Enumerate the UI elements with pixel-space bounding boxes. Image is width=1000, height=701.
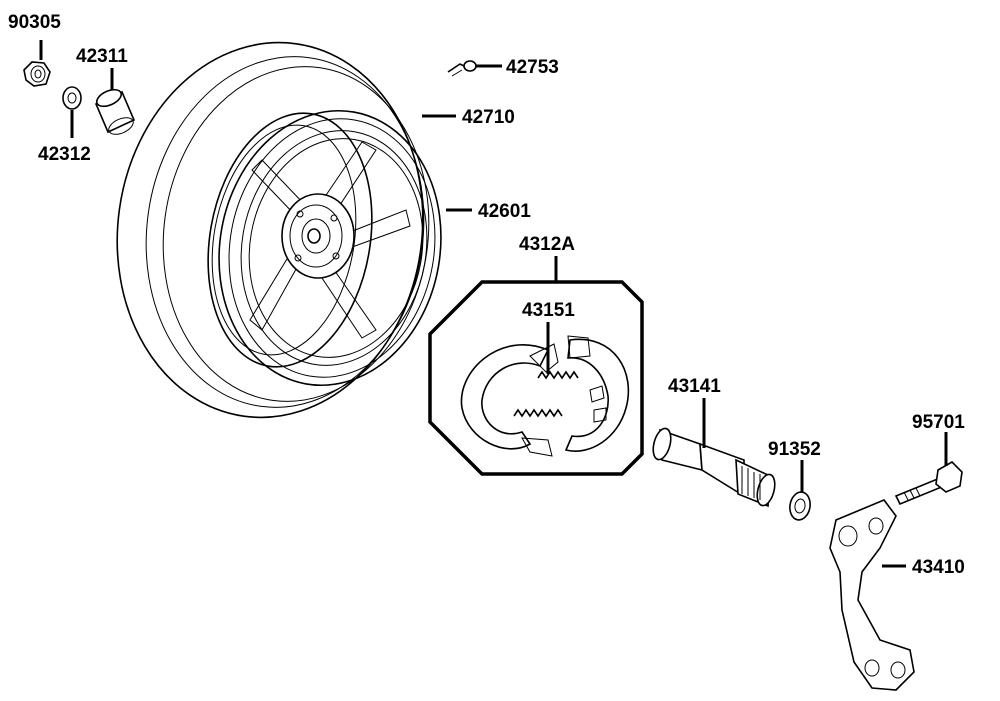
label-43141: 43141 bbox=[668, 376, 721, 397]
brake-spring-lower bbox=[513, 408, 563, 418]
label-90305: 90305 bbox=[8, 12, 61, 33]
label-42710: 42710 bbox=[462, 107, 515, 128]
label-42311: 42311 bbox=[76, 46, 128, 67]
label-42312: 42312 bbox=[38, 144, 91, 165]
brake-spring-upper bbox=[537, 370, 579, 380]
brake-arm-43410 bbox=[829, 499, 915, 691]
nut-90305 bbox=[23, 61, 51, 87]
valve-42753 bbox=[447, 60, 477, 77]
wheel-rim bbox=[207, 109, 442, 387]
label-42753: 42753 bbox=[506, 57, 559, 78]
collar-42312 bbox=[62, 86, 82, 110]
label-91352: 91352 bbox=[768, 439, 821, 460]
spacer-42311 bbox=[94, 88, 136, 135]
tire bbox=[116, 41, 430, 419]
label-4312A: 4312A bbox=[519, 234, 575, 255]
label-42601: 42601 bbox=[478, 201, 531, 222]
brake-camshaft-43141 bbox=[652, 427, 776, 508]
wheel-hub bbox=[281, 193, 355, 279]
label-95701: 95701 bbox=[912, 412, 965, 433]
label-43410: 43410 bbox=[912, 557, 965, 578]
label-43151: 43151 bbox=[522, 300, 575, 321]
washer-91352 bbox=[789, 491, 811, 521]
bolt-95701 bbox=[894, 461, 963, 506]
brake-shoe-kit-frame bbox=[428, 280, 644, 476]
brake-shoe-right bbox=[564, 335, 630, 452]
brake-shoe-left bbox=[460, 343, 559, 457]
